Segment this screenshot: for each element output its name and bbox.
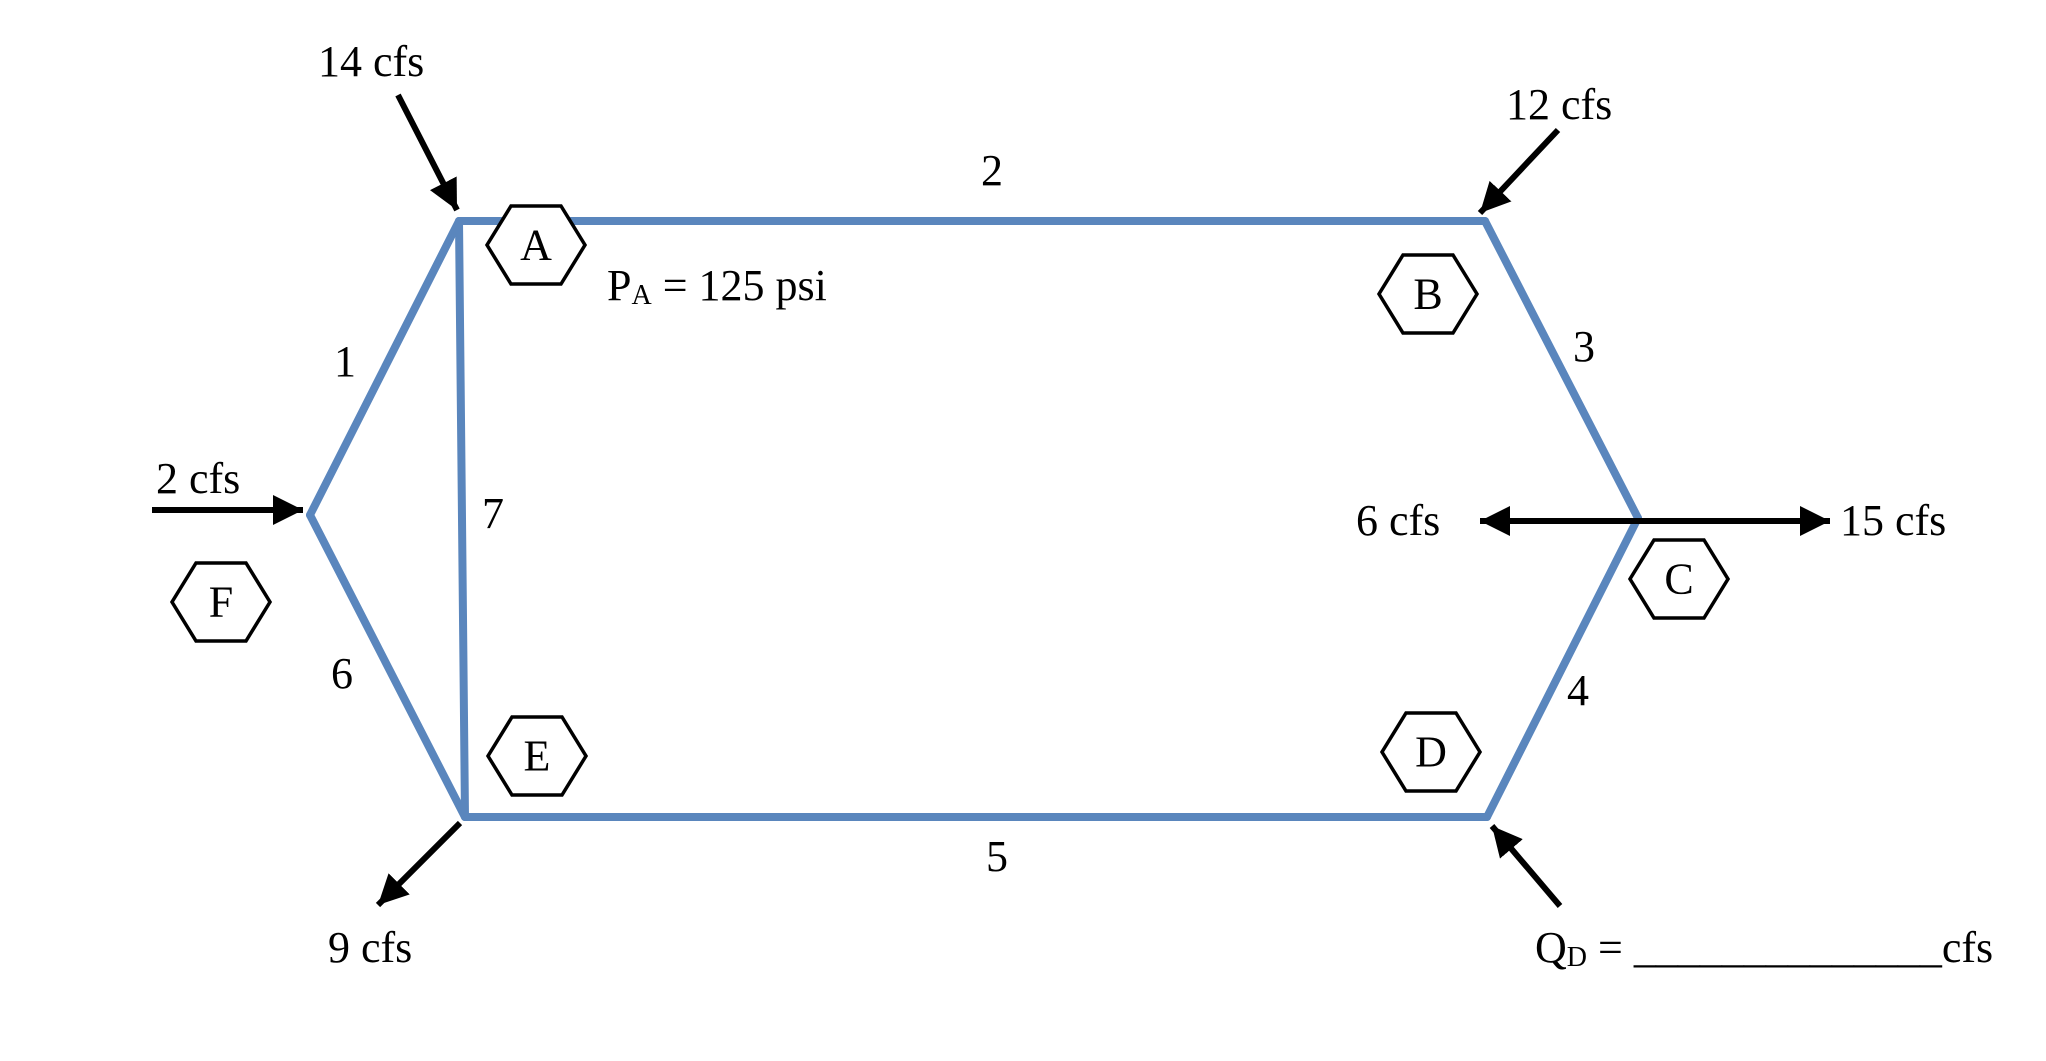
node-d-hexagon (1379, 711, 1483, 793)
node-a-hexagon (484, 204, 588, 286)
inflow-arrow-d (1489, 824, 1563, 908)
pipe-7-label: 7 (482, 489, 504, 538)
node-b: B (1376, 253, 1480, 335)
pressure-a-value: = 125 psi (652, 261, 827, 310)
outflow-c-right-label: 15 cfs (1840, 496, 1946, 545)
outflow-c-left-label: 6 cfs (1356, 496, 1440, 545)
pipe-network (306, 217, 1642, 821)
inflow-b-label: 12 cfs (1506, 80, 1612, 129)
inflow-a-label: 14 cfs (318, 37, 424, 86)
pressure-a-subscript: A (631, 280, 652, 311)
pipe-1 (306, 217, 463, 519)
pipe-2-label: 2 (981, 146, 1003, 195)
node-c-label: C (1664, 555, 1693, 604)
pipe-5-label: 5 (986, 832, 1008, 881)
pipe-4 (1483, 514, 1642, 821)
unknown-flow-d-label: QD = ______________cfs (1535, 923, 1993, 973)
node-e-label: E (524, 732, 551, 781)
inflow-f-label: 2 cfs (156, 454, 240, 503)
pipe-3-label: 3 (1573, 322, 1595, 371)
pipe-3 (1481, 217, 1642, 522)
outflow-arrow-e (375, 820, 463, 908)
unknown-flow-d-symbol: Q (1535, 923, 1567, 972)
node-c: C (1627, 538, 1731, 620)
inflow-arrow-a (395, 93, 460, 212)
node-e-hexagon (485, 715, 589, 797)
node-b-hexagon (1376, 253, 1480, 335)
node-f: F (169, 561, 273, 643)
pipe-7 (455, 217, 469, 821)
inflow-arrow-b (1477, 127, 1561, 216)
pipe-1-label: 1 (334, 337, 356, 386)
unknown-flow-d-subscript: D (1567, 942, 1587, 973)
pipe-6 (306, 511, 469, 821)
node-f-label: F (209, 578, 233, 627)
node-e: E (485, 715, 589, 797)
pressure-a-symbol: P (607, 261, 631, 310)
node-c-hexagon (1627, 538, 1731, 620)
node-f-hexagon (169, 561, 273, 643)
outflow-e-label: 9 cfs (328, 923, 412, 972)
node-a-label: A (520, 221, 552, 270)
flow-arrows (152, 93, 1830, 908)
pipe-4-label: 4 (1567, 666, 1589, 715)
node-b-label: B (1413, 270, 1442, 319)
unknown-flow-d-blank: = ______________cfs (1587, 923, 1993, 972)
pressure-a-label: PA = 125 psi (607, 261, 827, 311)
node-d: D (1379, 711, 1483, 793)
node-a: A (484, 204, 588, 286)
pipe-6-label: 6 (331, 649, 353, 698)
node-d-label: D (1415, 728, 1447, 777)
